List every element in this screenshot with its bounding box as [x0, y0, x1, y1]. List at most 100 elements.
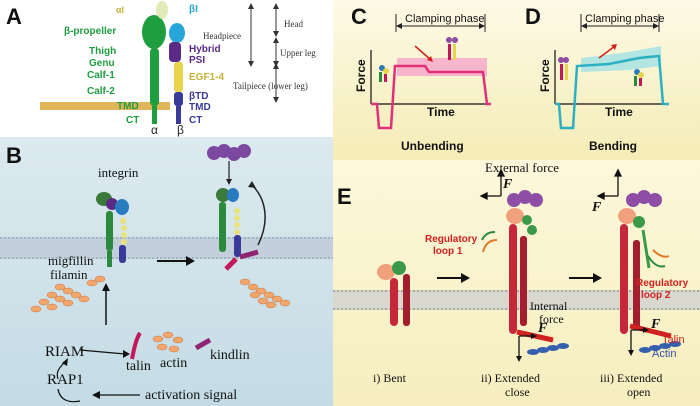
- panel-d: D Clamping phase Force Time Bending: [519, 0, 700, 160]
- state-i-label: i) Bent: [373, 371, 407, 385]
- integrin-icon-bent-d: [634, 69, 644, 86]
- integrin-icon-extended-d: [558, 57, 569, 80]
- force-symbol-internal-iii: F: [650, 317, 661, 332]
- xlabel-d: Time: [605, 105, 633, 119]
- panel-e-letter: E: [337, 184, 352, 209]
- label-beta-td: βTD: [189, 91, 208, 102]
- alpha-symbol: α: [151, 123, 158, 137]
- clamping-phase-label-d: Clamping phase: [585, 13, 665, 25]
- beta-tail: [176, 106, 181, 124]
- force-symbol-ii: F: [502, 177, 513, 192]
- force-symbol-internal-ii: F: [537, 321, 548, 336]
- external-force-arrows-iii: [596, 168, 623, 201]
- label-genu: Genu: [89, 58, 115, 69]
- label-migfillin: migfillin: [48, 253, 94, 268]
- label-alpha-ct: CT: [126, 115, 139, 126]
- label-activation-signal: activation signal: [145, 388, 237, 403]
- beta-symbol: β: [177, 123, 184, 137]
- integrin-extended-close: [506, 190, 543, 334]
- label-beta-propeller: β-propeller: [64, 26, 116, 37]
- bending-force-plot: Clamping phase Force Time Bending: [538, 13, 669, 153]
- panel-a: A β-propeller αI Thigh Genu Calf-1 Calf-…: [0, 0, 333, 137]
- integrin-extended-open: [618, 190, 662, 334]
- panel-d-letter: D: [525, 4, 541, 29]
- alpha-propeller: [142, 15, 166, 49]
- talin-actin-iii: [628, 323, 681, 356]
- state-ii-label-1: ii) Extended: [481, 371, 540, 385]
- clamping-phase-label-c: Clamping phase: [405, 13, 485, 25]
- external-force-label: External force: [485, 160, 559, 175]
- region-arrows: [250, 6, 277, 100]
- beta-hybrid: [169, 42, 181, 62]
- label-headpiece: Headpiece: [203, 31, 241, 41]
- label-filamin: filamin: [50, 267, 88, 282]
- loop1-line2: loop 1: [433, 246, 463, 257]
- panel-c-letter: C: [351, 4, 367, 29]
- label-actin: actin: [160, 356, 187, 371]
- region-arrowheads: [248, 3, 279, 103]
- beta-egf: [174, 62, 183, 92]
- transition-arrow-1: [461, 273, 470, 283]
- talin-actin-ii: [516, 329, 569, 362]
- panel-a-letter: A: [6, 4, 22, 29]
- membrane-band: [40, 102, 170, 110]
- integrin-icon-bent-c: [379, 65, 389, 82]
- force-band-d: [581, 46, 661, 72]
- label-integrin: integrin: [98, 165, 139, 180]
- label-talin-e: Talin: [662, 334, 685, 346]
- caption-unbending: Unbending: [401, 139, 464, 153]
- integrin-domain-diagram: β-propeller αI Thigh Genu Calf-1 Calf-2 …: [40, 1, 316, 137]
- label-thigh: Thigh: [89, 46, 116, 57]
- loop2-line2: loop 2: [641, 290, 671, 301]
- internal-force-line1: Internal: [530, 299, 568, 313]
- ylabel-c: Force: [354, 59, 368, 92]
- internal-force-line2: force: [539, 312, 564, 326]
- alpha-tail: [152, 106, 157, 124]
- talin-molecule: [130, 331, 142, 360]
- label-kindlin: kindlin: [210, 348, 250, 363]
- label-talin: talin: [126, 359, 151, 374]
- state-ii-label-2: close: [505, 385, 530, 399]
- label-beta-i: βI: [189, 4, 198, 15]
- label-upper-leg: Upper leg: [280, 48, 316, 58]
- force-trace-d: [555, 54, 669, 130]
- panel-e: E: [333, 160, 700, 406]
- panel-b: B: [0, 137, 333, 406]
- label-calf-1: Calf-1: [87, 70, 115, 81]
- integrin-bent: [96, 192, 129, 267]
- label-riam: RIAM: [45, 344, 84, 360]
- state-iii-label-1: iii) Extended: [600, 371, 662, 385]
- label-actin-e: Actin: [652, 348, 676, 360]
- actin-filaments: [30, 275, 291, 313]
- beta-i-domain: [169, 23, 185, 43]
- integrin-bent-e: [377, 261, 410, 326]
- xlabel-c: Time: [427, 105, 455, 119]
- force-trace-c: [371, 64, 491, 130]
- caption-bending: Bending: [589, 139, 637, 153]
- integrin-force-states-diagram: F F External force Regulatory loop 1 Reg…: [333, 160, 700, 399]
- label-beta-tmd: TMD: [189, 102, 211, 113]
- loop1-line1: Regulatory: [425, 234, 478, 245]
- transition-arrow-2: [593, 273, 602, 283]
- label-psi: PSI: [189, 55, 205, 66]
- alpha-i-domain: [156, 1, 168, 19]
- ylabel-d: Force: [538, 59, 552, 92]
- panel-c: C Clamping phase Force Time Unbending: [333, 0, 519, 160]
- label-rap1: RAP1: [47, 372, 84, 388]
- integrin-activation-diagram: integrin migfillin filamin RIAM talin ac…: [0, 144, 333, 403]
- state-iii-label-2: open: [627, 385, 650, 399]
- actin-monomers: [152, 331, 184, 353]
- alpha-leg: [150, 48, 159, 106]
- unbending-force-plot: Clamping phase Force Time Unbending: [354, 13, 491, 153]
- beta-td: [174, 92, 183, 106]
- panel-b-letter: B: [6, 143, 22, 168]
- label-calf-2: Calf-2: [87, 86, 115, 97]
- integrin-icon-extended-c: [446, 37, 458, 60]
- label-hybrid: Hybrid: [189, 44, 221, 55]
- force-symbol-iii: F: [591, 200, 602, 215]
- kindlin-molecule: [194, 337, 212, 351]
- label-egf: EGF1-4: [189, 72, 224, 83]
- integrin-extended: [207, 144, 266, 271]
- activation-arrow: [186, 256, 195, 266]
- label-head: Head: [284, 19, 303, 29]
